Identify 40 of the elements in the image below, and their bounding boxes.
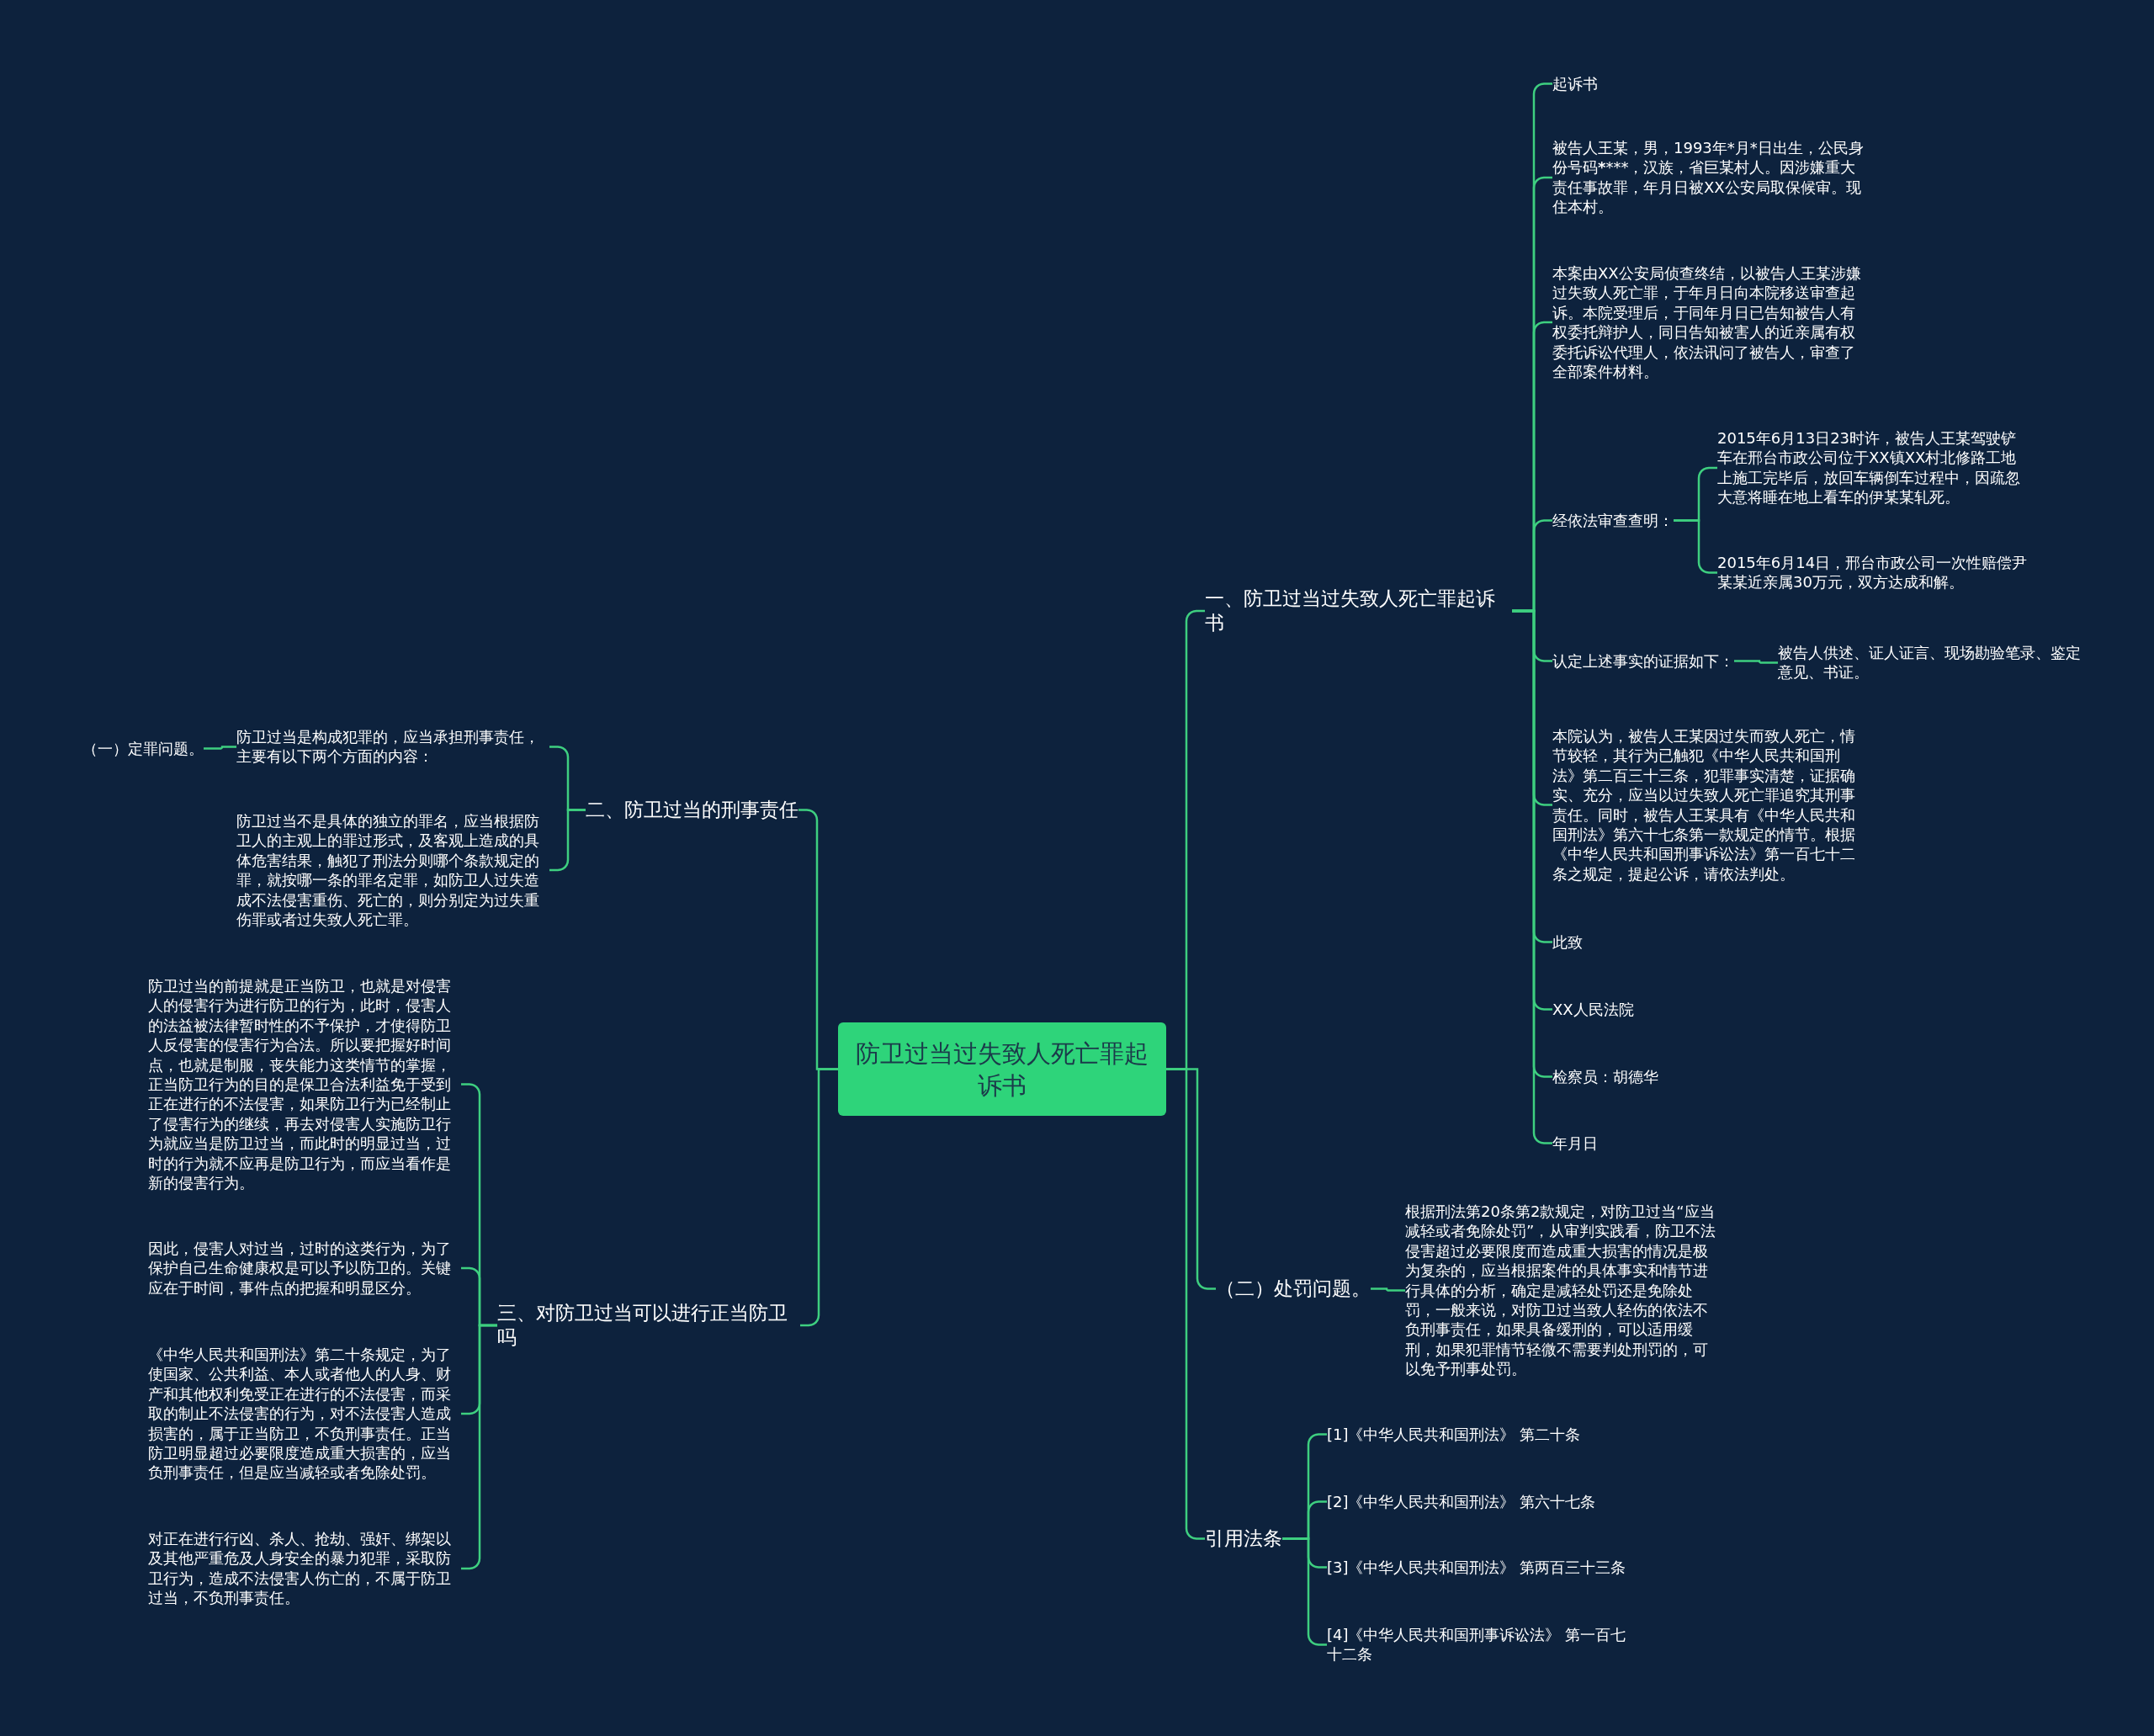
branch-topic: （二）处罚问题。	[1216, 1277, 1371, 1301]
topic-text: 防卫过当是构成犯罪的，应当承担刑事责任，主要有以下两个方面的内容：	[236, 727, 549, 767]
topic-text: 对正在进行行凶、杀人、抢劫、强奸、绑架以及其他严重危及人身安全的暴力犯罪，采取防卫行为，造成不法侵害人伤亡的，不属于防卫过当，不负刑事责任。	[148, 1529, 461, 1608]
branch-topic: 一、防卫过当过失致人死亡罪起诉书	[1205, 587, 1512, 635]
topic-text: 因此，侵害人对过当，过时的这类行为，为了保护自己生命健康权是可以予以防卫的。关键应在于时间，事件点的把握和明显区分。	[148, 1239, 461, 1298]
topic-text: 2015年6月14日，邢台市政公司一次性赔偿尹某某近亲属30万元，双方达成和解。	[1717, 553, 2030, 592]
topic-text: 《中华人民共和国刑法》第二十条规定，为了使国家、公共利益、本人或者他人的人身、财产和其他权利免受正在进行的不法侵害，而采取的制止不法侵害的行为，对不法侵害人造成损害的，属于正当防卫，不负刑事责任。正当防卫明显超过必要限度造成重大损害的，应当负刑事责任，但是应当减轻或者免除处罚。	[148, 1345, 461, 1483]
topic-text: 经依法审查查明：	[1552, 511, 1674, 531]
connector-line	[1371, 1287, 1405, 1292]
topic-text: 起诉书	[1552, 74, 1598, 94]
topic-text: 认定上述事实的证据如下：	[1552, 651, 1734, 672]
topic-text: 被告人供述、证人证言、现场勘验笔录、鉴定意见、书证。	[1778, 643, 2091, 682]
branch-topic: 二、防卫过当的刑事责任	[586, 798, 798, 822]
central-topic: 防卫过当过失致人死亡罪起诉书	[838, 1022, 1166, 1116]
topic-text: [2]《中华人民共和国刑法》 第六十七条	[1327, 1492, 1640, 1512]
topic-text: 检察员：胡德华	[1552, 1067, 1658, 1087]
connector-line	[1734, 660, 1778, 664]
branch-topic: 引用法条	[1205, 1526, 1282, 1551]
topic-text: 被告人王某，男，1993年*月*日出生，公民身份号码****，汉族，省巨某村人。因涉嫌重大责任事故罪，年月日被XX公安局取保候审。现住本村。	[1552, 138, 1865, 217]
topic-text: [3]《中华人民共和国刑法》 第两百三十三条	[1327, 1558, 1640, 1578]
topic-text: 本院认为，被告人王某因过失而致人死亡，情节较轻，其行为已触犯《中华人民共和国刑法》第二百三十三条，犯罪事实清楚，证据确实、充分，应当以过失致人死亡罪追究其刑事责任。同时，被告人王某具有《中华人民共和国刑法》第六十七条第一款规定的情节。根据《中华人民共和国刑事诉讼法》第一百七十二条之规定，提起公诉，请依法判处。	[1552, 726, 1865, 884]
topic-text: [4]《中华人民共和国刑事诉讼法》 第一百七十二条	[1327, 1625, 1631, 1664]
topic-text: [1]《中华人民共和国刑法》 第二十条	[1327, 1425, 1640, 1445]
topic-text: XX人民法院	[1552, 1000, 1634, 1020]
connector-line	[1674, 519, 1717, 574]
topic-text: 2015年6月13日23时许，被告人王某驾驶铲车在邢台市政公司位于XX镇XX村北修路工地上施工完毕后，放回车辆倒车过程中，因疏忽大意将睡在地上看车的伊某某轧死。	[1717, 428, 2030, 507]
connector-line	[1166, 1068, 1205, 1540]
connector-line	[549, 809, 586, 872]
connector-line	[1282, 1537, 1327, 1646]
connector-line	[800, 1068, 838, 1327]
topic-text: 防卫过当的前提就是正当防卫，也就是对侵害人的侵害行为进行防卫的行为，此时，侵害人的法益被法律暂时性的不予保护，才使得防卫人反侵害的侵害行为合法。所以要把握好时间点，也就是制服，丧失能力这类情节的掌握，正当防卫行为的目的是保卫合法利益免于受到正在进行的不法侵害，如果防卫行为已经制止了侵害行为的继续，再去对侵害人实施防卫行为就应当是防卫过当，而此时的明显过当，过时的行为就不应再是防卫行为，而应当看作是新的侵害行为。	[148, 976, 461, 1193]
topic-text: 防卫过当不是具体的独立的罪名，应当根据防卫人的主观上的罪过形式，及客观上造成的具体危害结果，触犯了刑法分则哪个条款规定的罪，就按哪一条的罪名定罪，如防卫人过失造成不法侵害重伤、死亡的，则分别定为过失重伤罪或者过失致人死亡罪。	[236, 811, 549, 930]
topic-text: 年月日	[1552, 1133, 1598, 1154]
topic-text: 此致	[1552, 932, 1583, 953]
topic-text: 根据刑法第20条第2款规定，对防卫过当“应当减轻或者免除处罚”，从审判实践看，防卫不法侵害超过必要限度而造成重大损害的情况是极为复杂的，应当根据案件的具体事实和情节进行具体的分析，确定是减轻处罚还是免除处罚，一般来说，对防卫过当致人轻伤的依法不负刑事责任，如果具备缓刑的，可以适用缓刑，如果犯罪情节轻微不需要判处刑罚的，可以免予刑事处罚。	[1405, 1202, 1718, 1379]
connector-line	[204, 746, 236, 750]
connector-line	[461, 1324, 497, 1570]
branch-topic: 三、对防卫过当可以进行正当防卫吗	[497, 1301, 800, 1350]
topic-text: 本案由XX公安局侦查终结，以被告人王某涉嫌过失致人死亡罪，于年月日向本院移送审查起诉。本院受理后，于同年月日已告知被告人有权委托辩护人，同日告知被害人的近亲属有权委托诉讼代理人，依法讯问了被告人，审查了全部案件材料。	[1552, 263, 1865, 382]
topic-text: （一）定罪问题。	[82, 739, 204, 759]
